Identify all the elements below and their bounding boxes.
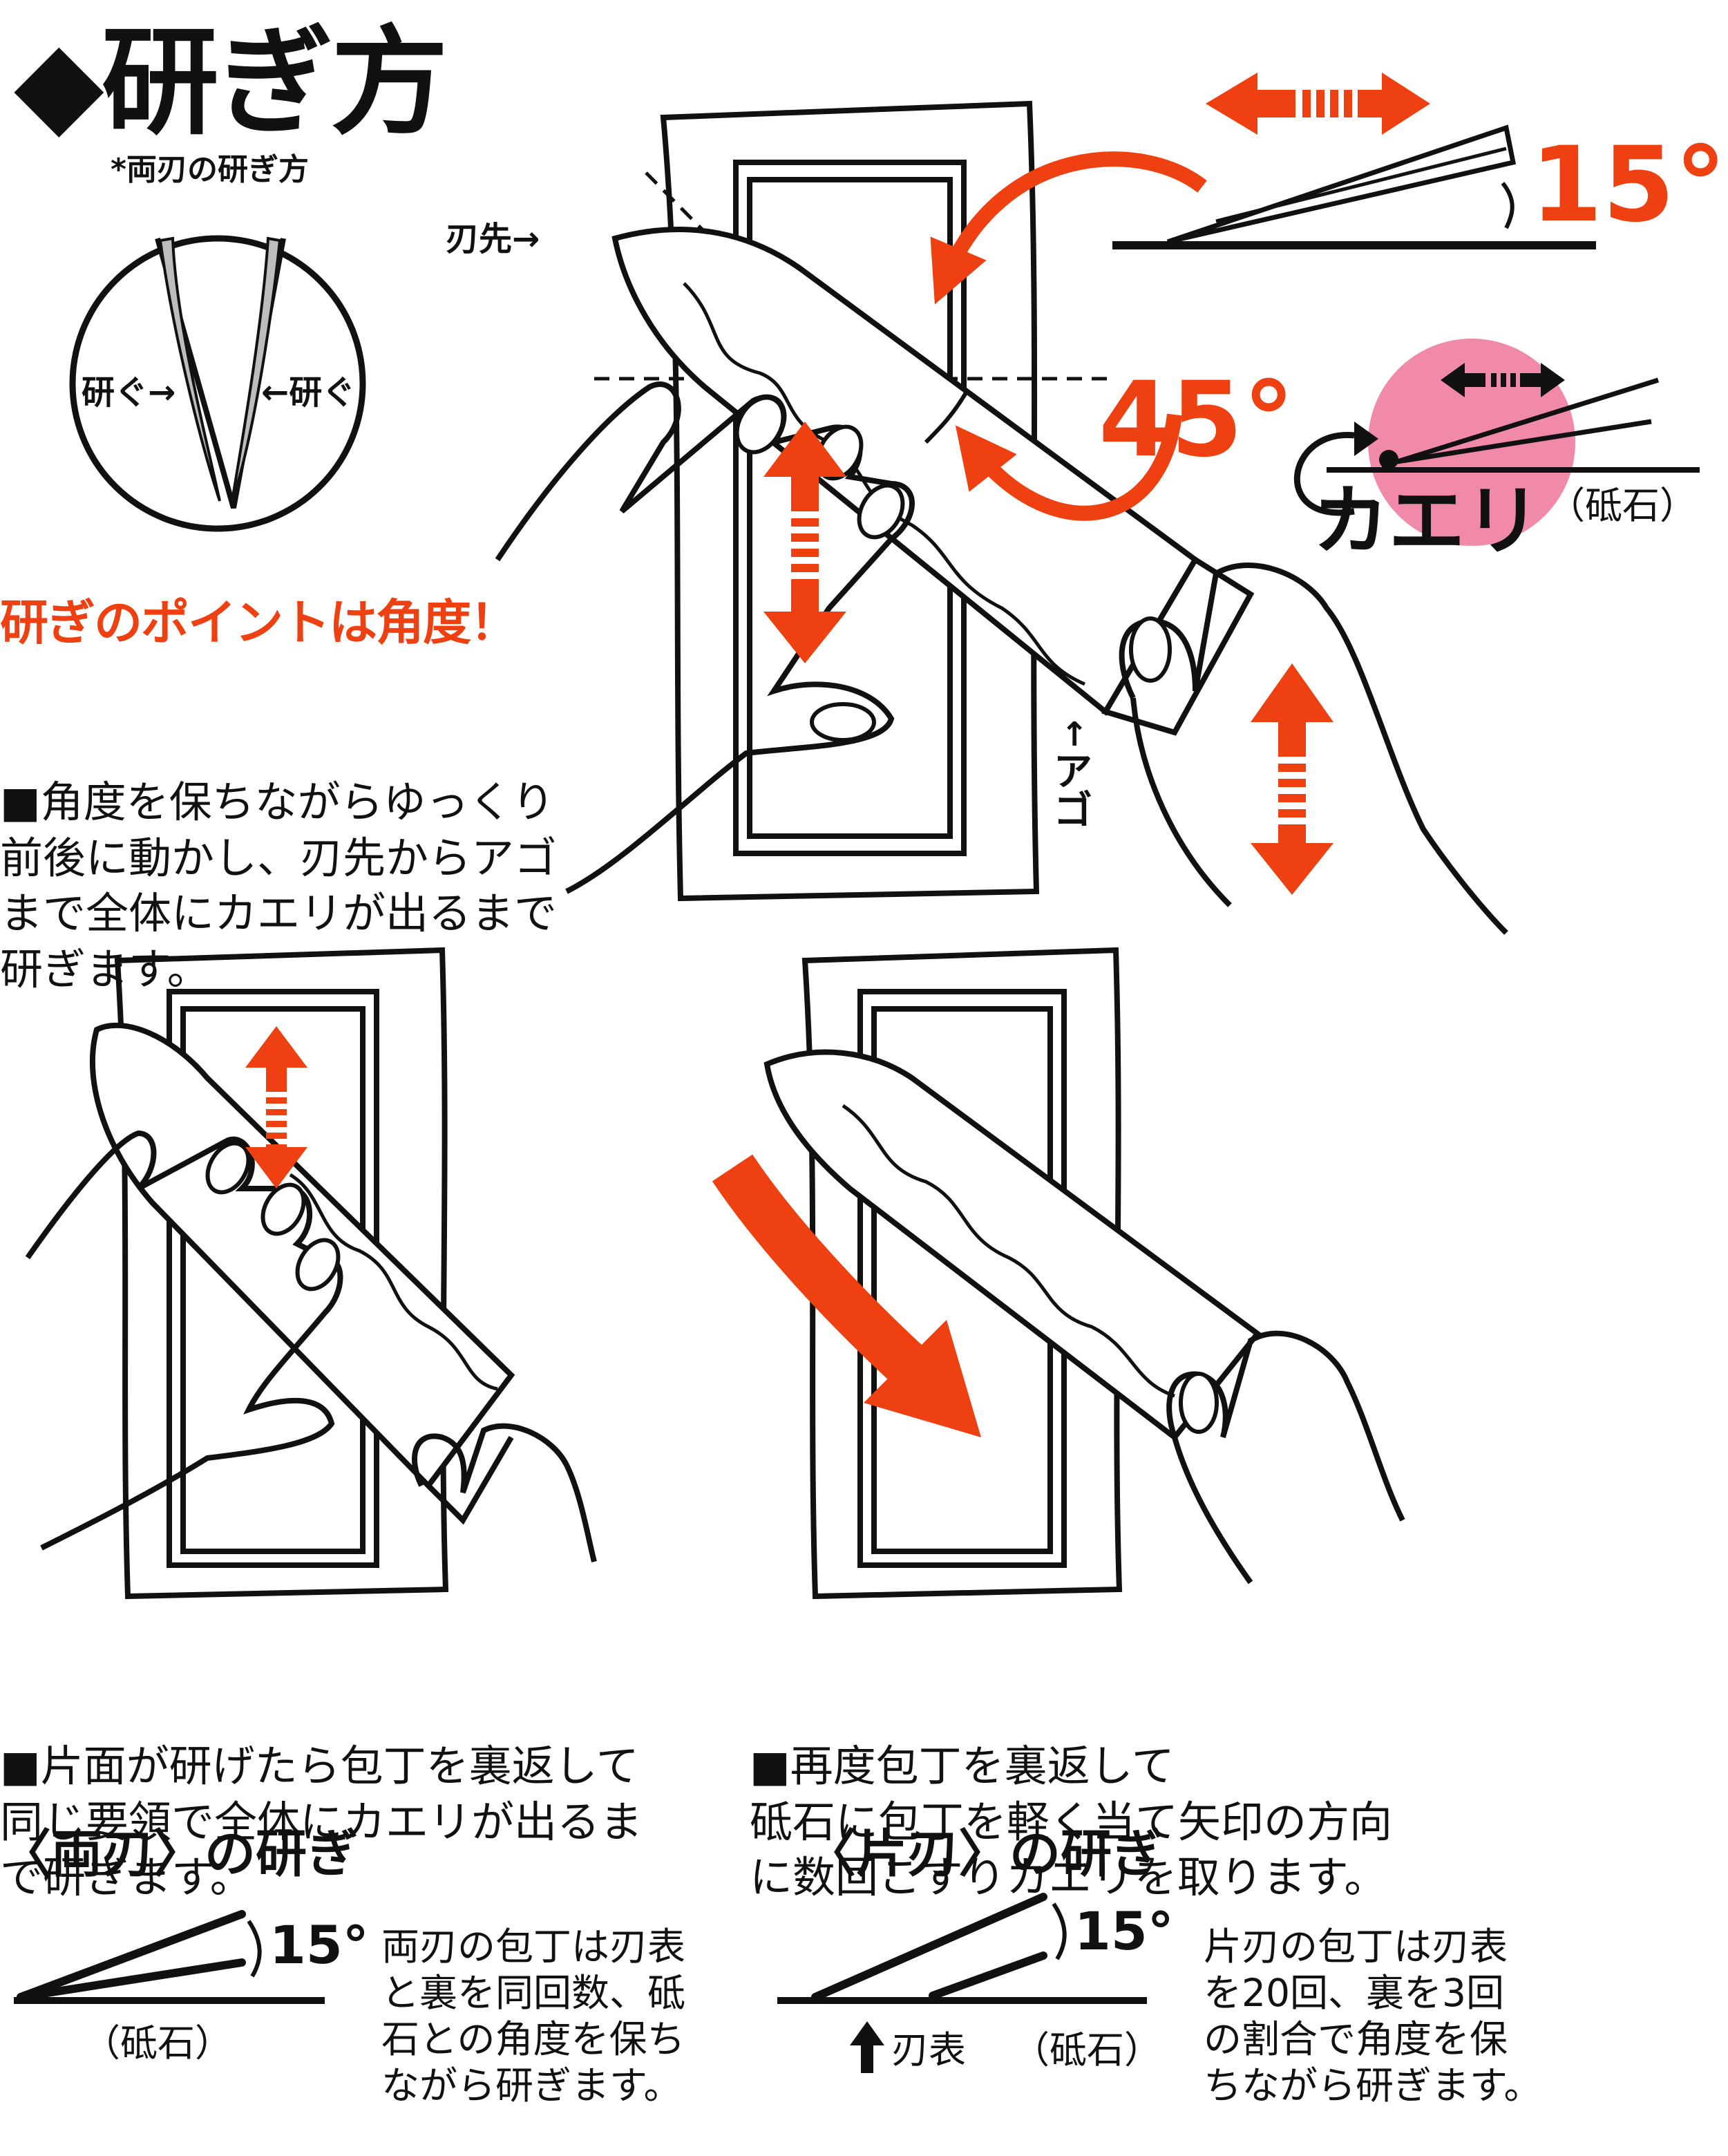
kaeri-label: カエリ <box>1313 477 1541 565</box>
vertical-arrow-left <box>763 422 846 663</box>
circle-label-left: 研ぐ→ <box>82 373 176 412</box>
ryoba-angle-diagram <box>14 1910 325 2004</box>
ryoba-description: 両刃の包丁は刃表と裏を同回数、砥石との角度を保ちながら研ぎます。 <box>381 1925 686 2108</box>
kataba-angle-label: 15° <box>1074 1900 1174 1962</box>
illustration-layer <box>14 73 1700 2073</box>
ryoba-toishi-label: （砥石） <box>83 2021 232 2065</box>
step2-text: ■片面が研げたら包丁を裏返して同じ要領で全体にカエリが出るまで研ぎます。 <box>0 1741 643 1903</box>
angle-15-diagram <box>1112 73 1596 249</box>
knife-top <box>611 227 1255 736</box>
angle-45-label: 45° <box>1099 360 1295 480</box>
hand-bottom-right <box>1166 1330 1405 1585</box>
step1-text: ■角度を保ちながらゆっくり前後に動かし、刃先からアゴまで全体にカエリが出るまで研… <box>0 777 558 994</box>
ago-arrow: ↑ <box>1061 715 1089 754</box>
circle-label-right: ←研ぐ <box>261 373 356 412</box>
kataba-haomote-label: 刃表 <box>891 2028 966 2072</box>
angle-15-label: 15° <box>1530 125 1727 245</box>
vertical-arrow-right <box>1251 663 1333 895</box>
toishi-label-top: （砥石） <box>1548 484 1697 527</box>
hand-left-top <box>495 381 915 894</box>
kataba-description: 片刃の包丁は刃表を20回、裏を3回の割合で角度を保ちながら研ぎます。 <box>1204 1925 1542 2108</box>
point-heading: 研ぎのポイントは角度！ <box>0 594 518 651</box>
kaeri-diagram <box>1294 339 1700 546</box>
diagonal-arrow-bottom-right <box>712 1154 981 1437</box>
step3-text: ■再度包丁を裏返して砥石に包丁を軽く当て矢印の方向に数回こすりカエリを取ります。 <box>750 1741 1393 1903</box>
curved-arrows <box>930 151 1207 521</box>
kataba-toishi-label: （砥石） <box>1012 2028 1161 2072</box>
kataba-heading: 〈片刃〉の研ぎ <box>805 1824 1163 1884</box>
kataba-angle-diagram <box>777 1893 1147 2073</box>
vertical-arrow-bottom-left <box>245 1026 307 1189</box>
page-subtitle: *両刃の研ぎ方 <box>111 152 310 187</box>
angle-arc-45 <box>924 389 969 444</box>
ryoba-angle-label: 15° <box>269 1914 369 1976</box>
ryoba-heading: 〈両刃〉の研ぎ <box>0 1824 358 1884</box>
hasaki-label: 刃先→ <box>446 220 540 258</box>
hand-right-top <box>1119 562 1508 935</box>
ago-label: アゴ <box>1054 750 1092 833</box>
blade-cross-section-diagram <box>69 235 366 532</box>
page-title: ◆研ぎ方 <box>14 15 448 151</box>
hand-bottom-left <box>25 1130 597 1562</box>
